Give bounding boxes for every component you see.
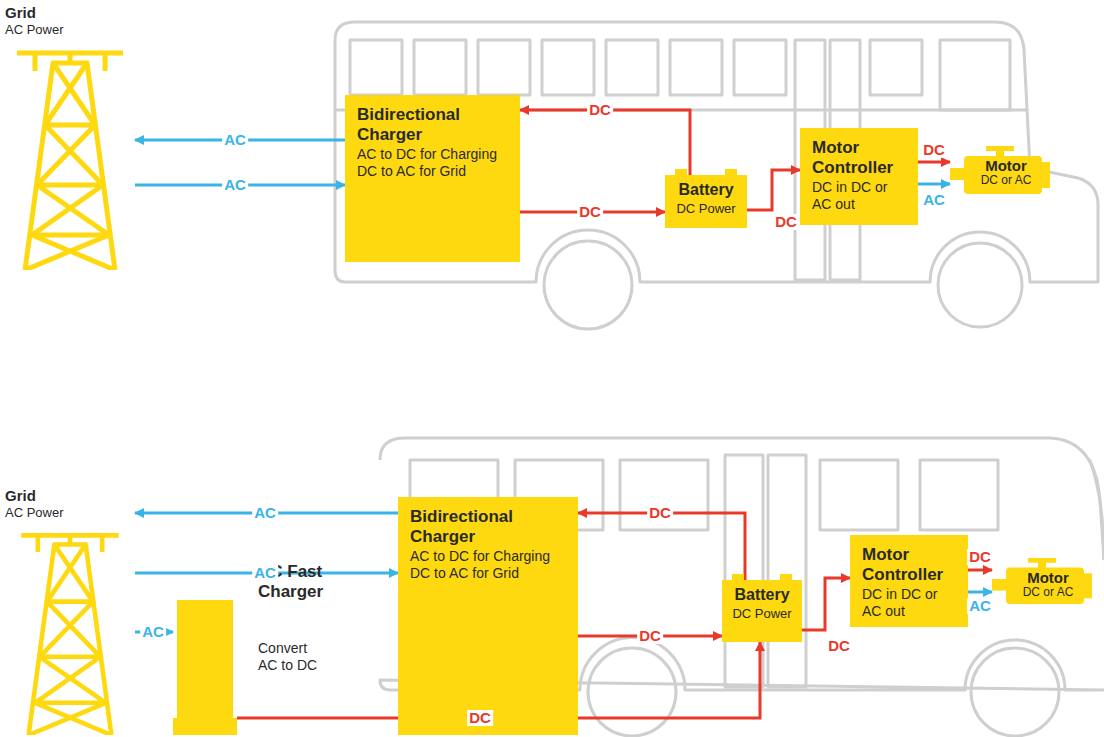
motor-label: MotorDC or AC bbox=[950, 146, 1050, 187]
tower-strut bbox=[29, 703, 106, 735]
box-node: Bidirectional ChargerAC to DC for Chargi… bbox=[398, 497, 578, 735]
tower-strut bbox=[100, 535, 105, 552]
flow-label: DC bbox=[921, 142, 947, 158]
flow-label: AC bbox=[252, 565, 278, 581]
box-node: Motor ControllerDC in DC or AC out bbox=[800, 128, 918, 225]
tower-strut bbox=[33, 53, 38, 71]
motor-node: MotorDC or AC bbox=[950, 146, 1050, 194]
power-flow-arrow bbox=[520, 110, 690, 175]
battery-title: Battery bbox=[669, 181, 743, 199]
flow-label: AC bbox=[967, 598, 993, 614]
box-description: AC to DC for Charging DC to AC for Grid bbox=[357, 146, 508, 180]
grid-subtitle: AC Power bbox=[5, 505, 135, 521]
flow-label: DC bbox=[967, 549, 993, 565]
flow-label: DC bbox=[637, 628, 663, 644]
flow-label: AC bbox=[252, 505, 278, 521]
battery-terminal bbox=[780, 574, 792, 580]
box-description: DC in DC or AC out bbox=[862, 586, 956, 620]
transit-bus-wheel bbox=[971, 648, 1059, 736]
power-flow-arrow bbox=[578, 513, 745, 580]
flow-label: DC bbox=[587, 102, 613, 118]
box-title: Bidirectional Charger bbox=[357, 105, 508, 144]
box-description: AC to DC for Charging DC to AC for Grid bbox=[410, 548, 566, 582]
flow-label: AC bbox=[222, 132, 248, 148]
tower-strut bbox=[32, 185, 103, 235]
tower-strut bbox=[25, 235, 109, 270]
motor-label: MotorDC or AC bbox=[992, 558, 1092, 599]
motor-part bbox=[992, 579, 1008, 591]
box-description: DC in DC or AC out bbox=[812, 179, 906, 213]
power-flow-arrow bbox=[918, 183, 950, 186]
charger-pedestal bbox=[173, 600, 237, 735]
pedestal-node: DC Fast ChargerConvert AC to DC bbox=[173, 600, 237, 735]
battery-title: Battery bbox=[726, 586, 798, 604]
battery-description: DC Power bbox=[726, 606, 798, 622]
motor-description: DC or AC bbox=[1004, 586, 1092, 599]
power-tower bbox=[5, 45, 135, 270]
box-node: Motor ControllerDC in DC or AC out bbox=[850, 535, 968, 627]
flow-label: DC bbox=[467, 710, 493, 726]
battery-terminal bbox=[732, 574, 744, 580]
motor-part bbox=[950, 168, 966, 180]
battery-terminal bbox=[675, 169, 687, 175]
motor-node: MotorDC or AC bbox=[992, 558, 1092, 604]
tower-strut bbox=[40, 602, 93, 657]
power-tower bbox=[5, 528, 135, 735]
flow-label: AC bbox=[921, 192, 947, 208]
power-flow-arrow bbox=[968, 569, 992, 572]
tower-strut bbox=[103, 53, 108, 71]
motor-title: Motor bbox=[962, 158, 1050, 174]
tower-strut bbox=[45, 63, 87, 125]
tower-strut bbox=[35, 657, 100, 703]
flow-label: DC bbox=[577, 204, 603, 220]
battery-terminal bbox=[725, 169, 737, 175]
box-title: Motor Controller bbox=[862, 545, 956, 584]
tower-strut bbox=[35, 535, 40, 552]
grid-subtitle: AC Power bbox=[5, 22, 135, 38]
battery-node: Battery DC Power bbox=[722, 580, 802, 642]
grid-title: Grid bbox=[5, 488, 135, 505]
motor-description: DC or AC bbox=[962, 174, 1050, 187]
flow-label: DC bbox=[826, 638, 852, 654]
grid-title: Grid bbox=[5, 5, 135, 22]
box-title: Motor Controller bbox=[812, 138, 906, 177]
transit-bus-front bbox=[1090, 460, 1104, 560]
motor-part bbox=[1082, 573, 1092, 598]
power-flow-arrow bbox=[747, 170, 800, 210]
motor-title: Motor bbox=[1004, 570, 1092, 586]
flow-label: AC bbox=[222, 177, 248, 193]
charger-pedestal-shape bbox=[173, 600, 237, 735]
charger-description: Convert AC to DC bbox=[258, 640, 328, 674]
motor-part bbox=[1040, 162, 1050, 188]
tower-strut bbox=[47, 545, 86, 602]
flow-label: DC bbox=[773, 214, 799, 230]
grid-node: GridAC Power bbox=[5, 488, 135, 735]
power-flow-arrow bbox=[918, 161, 950, 164]
box-node: Bidirectional ChargerAC to DC for Chargi… bbox=[345, 95, 520, 262]
school-bus-wheel bbox=[544, 241, 632, 329]
power-flow-arrow bbox=[802, 578, 850, 630]
battery-node: Battery DC Power bbox=[665, 175, 747, 228]
transit-bus-wheel bbox=[588, 648, 676, 736]
grid-node: GridAC Power bbox=[5, 5, 135, 270]
tower-strut bbox=[37, 125, 95, 185]
box-title: Bidirectional Charger bbox=[410, 507, 566, 546]
power-flow-arrow bbox=[968, 591, 992, 594]
battery-description: DC Power bbox=[669, 201, 743, 217]
school-bus-wheel bbox=[938, 243, 1022, 327]
flow-label: DC bbox=[647, 505, 673, 521]
flow-label: AC bbox=[140, 624, 166, 640]
